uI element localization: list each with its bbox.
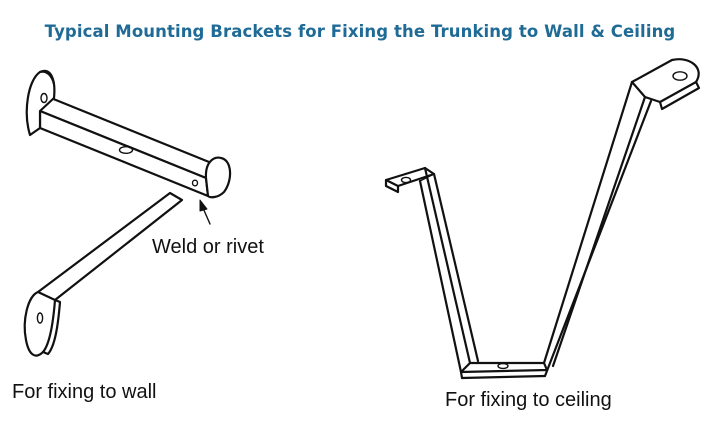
weld-arrow [199,199,211,225]
wall-caption: For fixing to wall [12,381,157,403]
wall-bracket [23,69,232,357]
right-leg [542,80,653,378]
ceiling-caption: For fixing to ceiling [445,389,612,411]
top-ceiling-flange [630,58,701,111]
upper-wall-flange [25,69,56,137]
left-leg [418,166,480,374]
weld-or-rivet-label: Weld or rivet [152,236,264,258]
horizontal-arm [38,94,216,198]
diagram-title: Typical Mounting Brackets for Fixing the… [44,22,676,41]
ceiling-bracket [384,58,701,380]
bottom-base [459,361,549,380]
lower-wall-flange [23,290,62,357]
arm-end-cap [191,156,232,199]
